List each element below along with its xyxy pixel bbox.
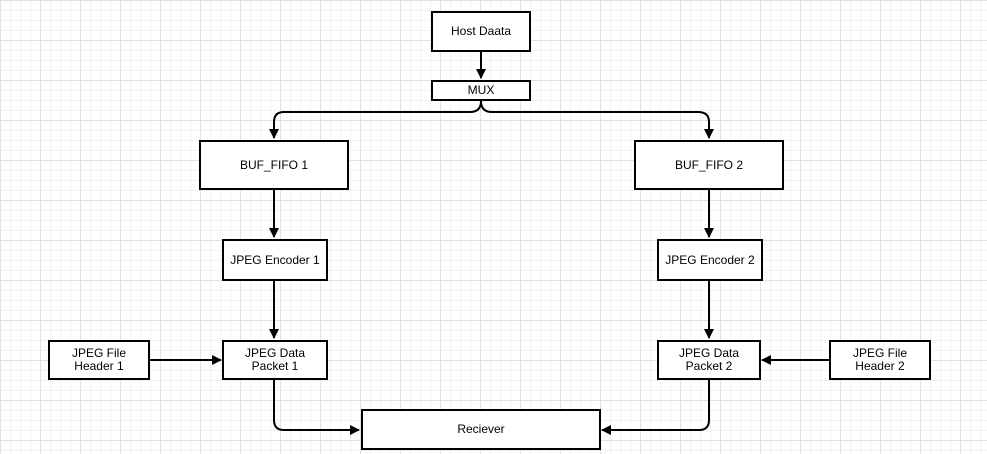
mux-node: MUX	[431, 80, 531, 101]
host-data-node: Host Daata	[431, 11, 531, 52]
jpeg-encoder-1-node: JPEG Encoder 1	[222, 239, 328, 281]
jpeg-data-packet-1-node: JPEG Data Packet 1	[222, 340, 328, 380]
jpeg-file-header-2-node: JPEG File Header 2	[829, 340, 931, 380]
buf-fifo-1-node: BUF_FIFO 1	[199, 140, 349, 190]
buf-fifo-2-node: BUF_FIFO 2	[634, 140, 784, 190]
receiver-node: Reciever	[361, 409, 601, 450]
edge-mux-to-buf-fifo-1	[269, 100, 482, 139]
edge-jpeg-data-packet-2-to-receiver	[601, 380, 710, 435]
jpeg-data-packet-2-node: JPEG Data Packet 2	[657, 340, 761, 380]
edge-mux-to-buf-fifo-2	[480, 100, 714, 139]
jpeg-file-header-1-node: JPEG File Header 1	[48, 340, 150, 380]
edge-jpeg-data-packet-1-to-receiver	[273, 380, 360, 435]
jpeg-encoder-2-node: JPEG Encoder 2	[657, 239, 763, 281]
